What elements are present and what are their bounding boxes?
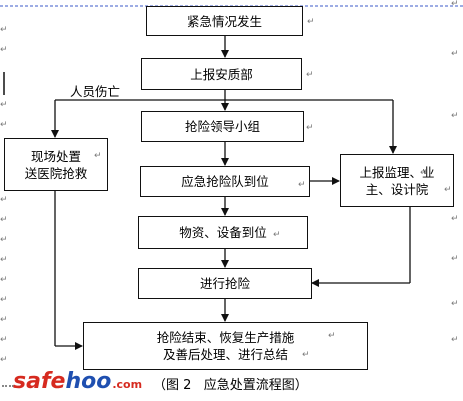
paragraph-mark: ↵ bbox=[328, 331, 336, 341]
paragraph-mark: ↵ bbox=[444, 185, 452, 195]
node-materials-arrive-text: 物资、设备到位 bbox=[179, 225, 267, 240]
watermark-part3: .com bbox=[112, 378, 143, 391]
node-onsite-treatment-line1: 现场处置 bbox=[30, 148, 81, 164]
node-report-supervisor-line2: 主、设计院 bbox=[365, 181, 429, 197]
watermark-part1: safe bbox=[13, 369, 66, 394]
paragraph-mark: ↵ bbox=[306, 123, 314, 133]
paragraph-mark: ↵ bbox=[0, 315, 8, 325]
watermark-part2: hoo bbox=[65, 369, 112, 394]
paragraph-mark: ↵ bbox=[451, 0, 459, 9]
node-rescue-end-line1: 抢险结束、恢复生产措施 bbox=[156, 330, 295, 345]
node-report-safety-dept-text: 上报安质部 bbox=[190, 66, 253, 82]
paragraph-mark: ↵ bbox=[94, 151, 102, 161]
paragraph-mark: ↵ bbox=[302, 350, 310, 360]
paragraph-mark: ↵ bbox=[451, 214, 459, 224]
paragraph-mark: ↵ bbox=[273, 230, 281, 240]
paragraph-mark: ↵ bbox=[307, 17, 315, 27]
paragraph-mark: ↵ bbox=[451, 254, 459, 264]
paragraph-mark: ↵ bbox=[0, 355, 8, 365]
paragraph-mark: ↵ bbox=[451, 335, 459, 345]
node-emergency-occurs: 紧急情况发生 bbox=[146, 6, 303, 36]
paragraph-mark: ↵ bbox=[0, 275, 8, 285]
node-materials-arrive: 物资、设备到位 bbox=[138, 216, 308, 249]
node-rescue-leader-group-text: 抢险领导小组 bbox=[184, 119, 260, 134]
paragraph-mark: ↵ bbox=[0, 295, 8, 305]
paragraph-mark: ↵ bbox=[451, 49, 459, 59]
paragraph-mark: ↵ bbox=[298, 180, 306, 190]
paragraph-mark: ↵ bbox=[0, 100, 8, 110]
node-emergency-occurs-text: 紧急情况发生 bbox=[186, 13, 262, 29]
node-report-safety-dept: 上报安质部 bbox=[141, 58, 302, 90]
watermark-logo: safehoo.com bbox=[13, 369, 142, 394]
node-report-supervisor: 上报监理、业 主、设计院 bbox=[340, 154, 454, 207]
node-onsite-treatment: 现场处置 送医院抢救 bbox=[4, 138, 108, 191]
node-rescue-team-arrive-text: 应急抢险队到位 bbox=[181, 174, 269, 189]
watermark-dots bbox=[2, 385, 14, 391]
node-rescue-team-arrive: 应急抢险队到位 bbox=[140, 166, 310, 197]
paragraph-mark: ↵ bbox=[0, 25, 8, 35]
paragraph-mark: ↵ bbox=[420, 168, 428, 178]
paragraph-mark: ↵ bbox=[0, 255, 8, 265]
paragraph-mark: ↵ bbox=[306, 70, 314, 80]
paragraph-mark: ↵ bbox=[0, 45, 8, 55]
node-rescue-end-line2: 及善后处理、进行总结 bbox=[162, 347, 288, 362]
paragraph-mark: ↵ bbox=[451, 111, 459, 121]
figure-caption: （图 2 应急处置流程图） bbox=[153, 378, 308, 393]
node-perform-rescue: 进行抢险 bbox=[138, 268, 312, 299]
paragraph-mark: ↵ bbox=[0, 195, 8, 205]
paragraph-mark: ↵ bbox=[0, 235, 8, 245]
edge-label-casualties: 人员伤亡 bbox=[70, 84, 121, 99]
paragraph-mark: ↵ bbox=[0, 120, 8, 130]
node-onsite-treatment-line2: 送医院抢救 bbox=[24, 165, 88, 181]
node-rescue-leader-group: 抢险领导小组 bbox=[141, 111, 304, 142]
paragraph-mark: ↵ bbox=[451, 299, 459, 309]
node-perform-rescue-text: 进行抢险 bbox=[199, 276, 250, 291]
node-rescue-end: 抢险结束、恢复生产措施 及善后处理、进行总结 bbox=[83, 322, 368, 370]
paragraph-mark: ↵ bbox=[0, 215, 8, 225]
node-report-supervisor-line1: 上报监理、业 bbox=[359, 164, 435, 180]
paragraph-mark: ↵ bbox=[0, 335, 8, 345]
